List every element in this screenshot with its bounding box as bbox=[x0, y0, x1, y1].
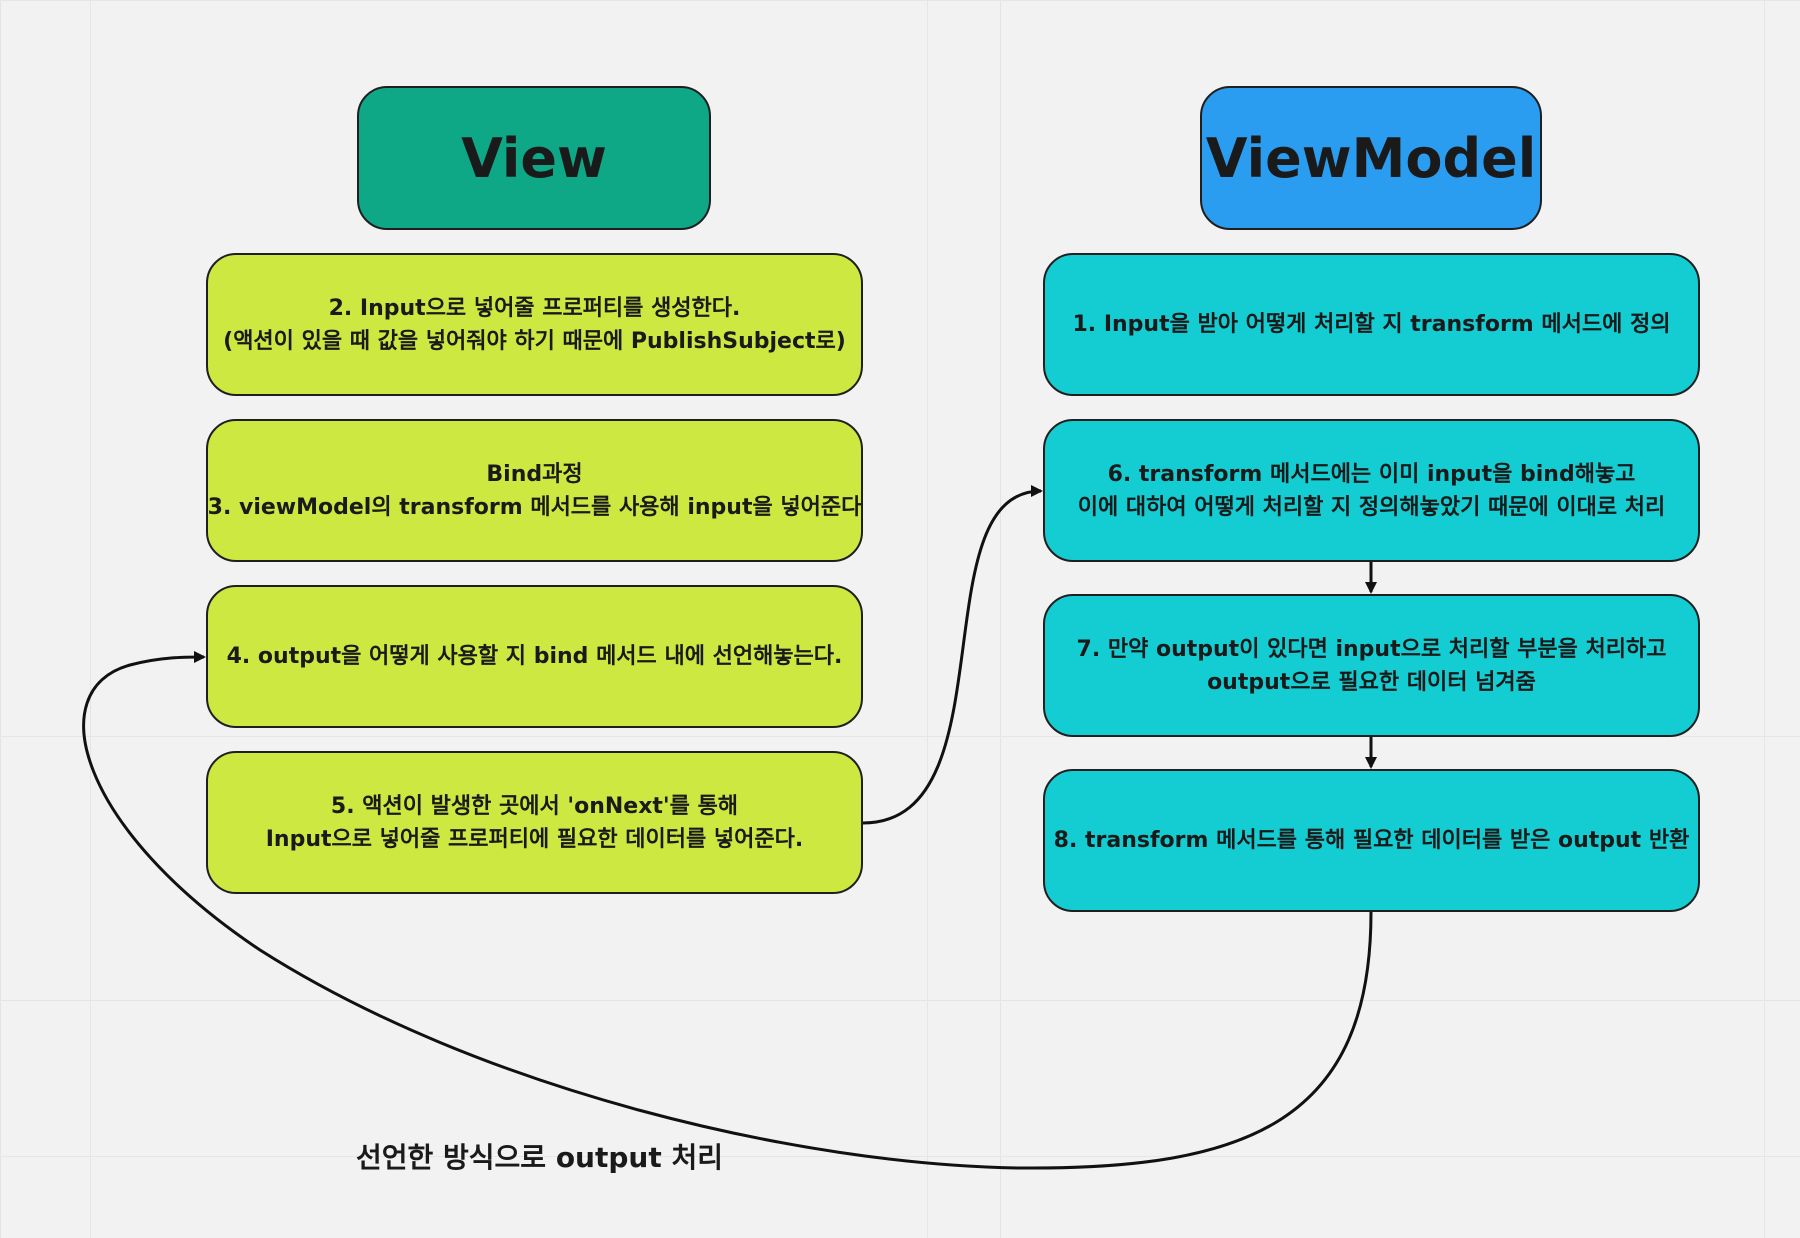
viewmodel-header-label: ViewModel bbox=[1205, 126, 1537, 190]
grid-line bbox=[927, 0, 928, 1238]
step-7-line-2: output으로 필요한 데이터 넘겨줌 bbox=[1207, 669, 1536, 695]
grid-line bbox=[1764, 0, 1765, 1238]
step-8-line-1: 8. transform 메서드를 통해 필요한 데이터를 받은 output … bbox=[1053, 828, 1690, 853]
viewmodel-step-6-node[interactable]: 6. transform 메서드에는 이미 input을 bind해놓고 이에 … bbox=[1043, 419, 1700, 562]
step-5-line-2: Input으로 넣어줄 프로퍼티에 필요한 데이터를 넣어준다. bbox=[265, 826, 804, 852]
view-header-node[interactable]: View bbox=[357, 86, 711, 230]
step-6-line-1: 6. transform 메서드에는 이미 input을 bind해놓고 bbox=[1107, 461, 1636, 487]
grid-line bbox=[0, 0, 1800, 1]
view-step-2-node[interactable]: 2. Input으로 넣어줄 프로퍼티를 생성한다. (액션이 있을 때 값을 … bbox=[206, 253, 863, 396]
step-3-line-2: 3. viewModel의 transform 메서드를 사용해 input을 … bbox=[207, 494, 862, 520]
step-6-line-2: 이에 대하여 어떻게 처리할 지 정의해놓았기 때문에 이대로 처리 bbox=[1077, 494, 1666, 520]
view-step-5-node[interactable]: 5. 액션이 발생한 곳에서 'onNext'를 통해 Input으로 넣어줄 … bbox=[206, 751, 863, 894]
step-2-line-2: (액션이 있을 때 값을 넣어줘야 하기 때문에 PublishSubject로… bbox=[223, 328, 846, 354]
step-2-line-1: 2. Input으로 넣어줄 프로퍼티를 생성한다. bbox=[328, 295, 741, 321]
grid-line bbox=[0, 1156, 1800, 1157]
step-5-line-1: 5. 액션이 발생한 곳에서 'onNext'를 통해 bbox=[330, 793, 739, 819]
view-step-3-node[interactable]: Bind과정 3. viewModel의 transform 메서드를 사용해 … bbox=[206, 419, 863, 562]
view-step-4-node[interactable]: 4. output을 어떻게 사용할 지 bind 메서드 내에 선언해놓는다. bbox=[206, 585, 863, 728]
step-4-line-1: 4. output을 어떻게 사용할 지 bind 메서드 내에 선언해놓는다. bbox=[226, 644, 843, 669]
viewmodel-step-1-node[interactable]: 1. Input을 받아 어떻게 처리할 지 transform 메서드에 정의 bbox=[1043, 253, 1700, 396]
return-edge-label: 선언한 방식으로 output 처리 bbox=[356, 1141, 724, 1174]
step-3-line-1: Bind과정 bbox=[486, 461, 583, 487]
step-7-line-1: 7. 만약 output이 있다면 input으로 처리할 부분을 처리하고 bbox=[1076, 636, 1667, 662]
step-1-line-1: 1. Input을 받아 어떻게 처리할 지 transform 메서드에 정의 bbox=[1072, 312, 1671, 337]
viewmodel-step-7-node[interactable]: 7. 만약 output이 있다면 input으로 처리할 부분을 처리하고 o… bbox=[1043, 594, 1700, 737]
edge-step5-to-step6[interactable] bbox=[862, 485, 1043, 825]
viewmodel-header-node[interactable]: ViewModel bbox=[1200, 86, 1542, 230]
grid-line bbox=[90, 0, 91, 1238]
view-header-label: View bbox=[461, 126, 607, 190]
viewmodel-step-8-node[interactable]: 8. transform 메서드를 통해 필요한 데이터를 받은 output … bbox=[1043, 769, 1700, 912]
